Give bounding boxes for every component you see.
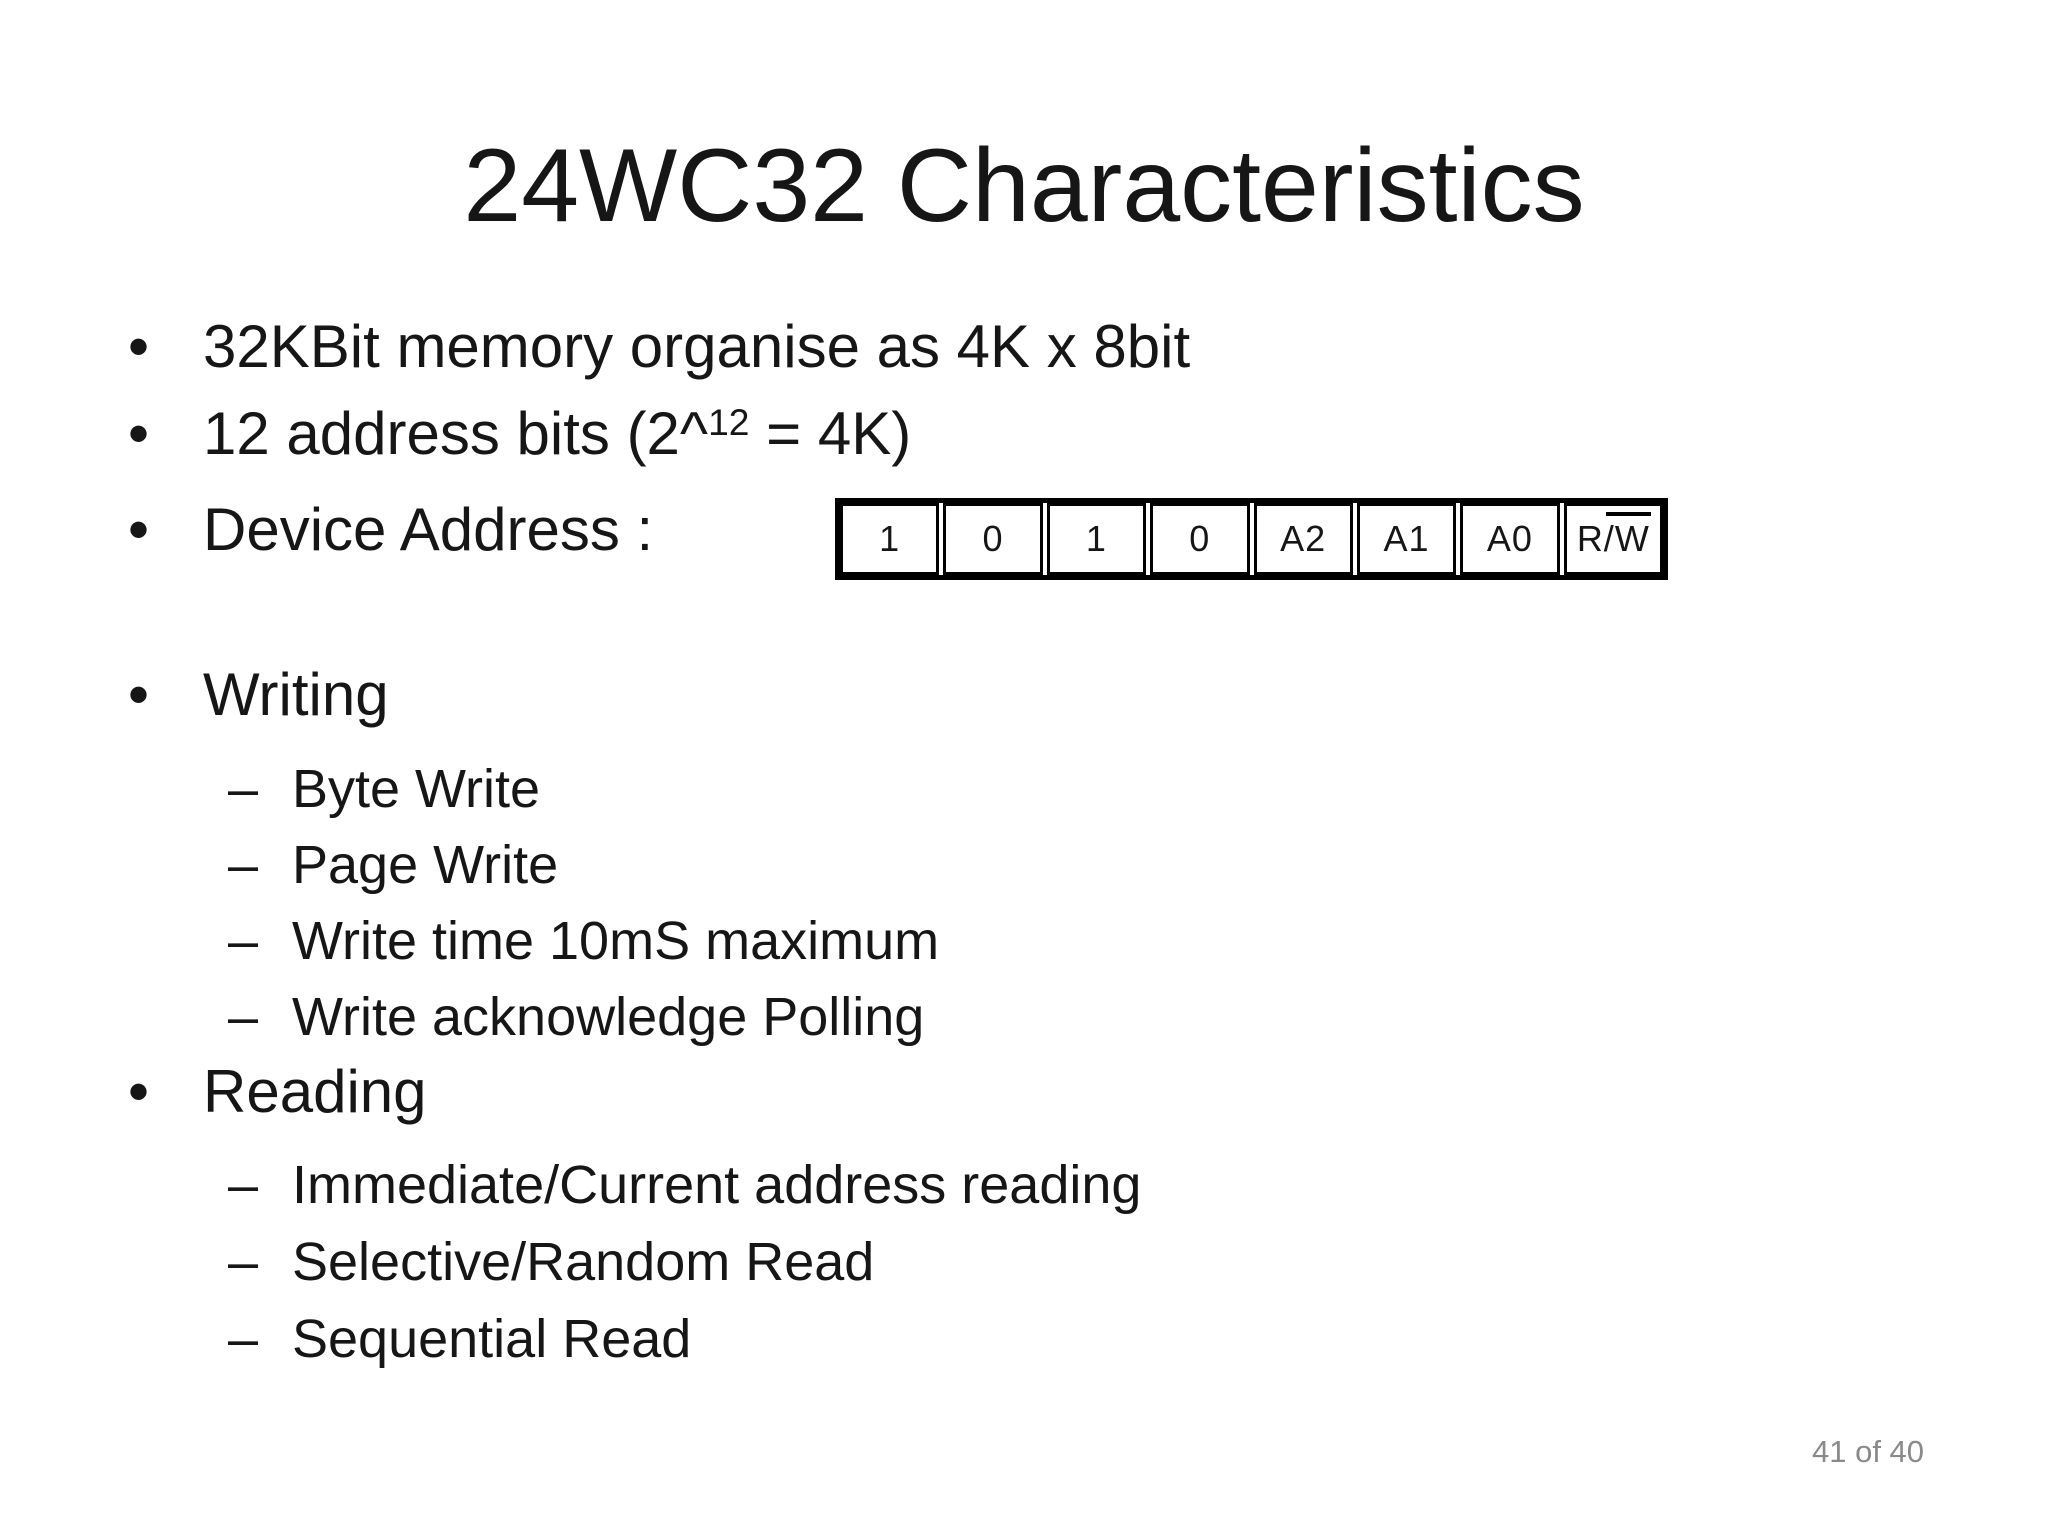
bullet-text-device-address: Device Address : xyxy=(203,496,654,563)
device-address-bit-a2: A2 xyxy=(1253,503,1353,575)
device-address-table: 1 0 1 0 A2 A1 A0 R/W xyxy=(835,498,1668,580)
sub-item-immediate-read: –Immediate/Current address reading xyxy=(228,1153,1141,1218)
bullet-text-writing: Writing xyxy=(203,661,389,728)
sub-item-text: Page Write xyxy=(292,835,559,895)
device-address-bit-7: 1 xyxy=(840,503,940,575)
bullet-dot-icon: • xyxy=(128,661,150,728)
sub-item-text: Selective/Random Read xyxy=(292,1232,875,1292)
sub-item-write-acknowledge: –Write acknowledge Polling xyxy=(228,985,924,1050)
address-bits-superscript: 12 xyxy=(708,400,750,443)
dash-bullet-icon: – xyxy=(228,1232,259,1292)
bullet-dot-icon: • xyxy=(128,1058,150,1125)
dash-bullet-icon: – xyxy=(228,911,259,971)
page-number: 41 of 40 xyxy=(1812,1434,1925,1469)
device-address-bit-6: 0 xyxy=(943,503,1043,575)
bullet-text-address-bits: 12 address bits (2^12 = 4K) xyxy=(203,400,911,467)
sub-item-byte-write: –Byte Write xyxy=(228,757,540,822)
sub-item-text: Write acknowledge Polling xyxy=(292,987,925,1047)
device-address-bit-5: 1 xyxy=(1046,503,1147,575)
device-address-bit-a1: A1 xyxy=(1356,503,1457,575)
sub-item-text: Write time 10mS maximum xyxy=(292,911,940,971)
bullet-item-reading: • Reading xyxy=(128,1056,427,1128)
dash-bullet-icon: – xyxy=(228,835,259,895)
address-bits-suffix: = 4K) xyxy=(749,400,912,467)
sub-item-text: Sequential Read xyxy=(292,1309,692,1369)
bullet-dot-icon: • xyxy=(128,496,150,563)
bullet-item-device-address: • Device Address : xyxy=(128,494,653,566)
dash-bullet-icon: – xyxy=(228,759,259,819)
sub-item-page-write: –Page Write xyxy=(228,833,558,898)
dash-bullet-icon: – xyxy=(228,987,259,1047)
address-bits-prefix: 12 address bits (2^ xyxy=(203,400,709,467)
rw-overlined-w: W xyxy=(1605,512,1651,559)
slide-title: 24WC32 Characteristics xyxy=(463,128,1585,244)
bullet-dot-icon: • xyxy=(128,313,150,380)
bullet-text-memory: 32KBit memory organise as 4K x 8bit xyxy=(203,313,1191,380)
dash-bullet-icon: – xyxy=(228,1155,259,1215)
bullet-text-reading: Reading xyxy=(203,1058,427,1125)
bullet-item-memory: • 32KBit memory organise as 4K x 8bit xyxy=(128,311,1190,383)
rw-prefix: R/ xyxy=(1576,518,1615,559)
sub-item-text: Immediate/Current address reading xyxy=(292,1155,1142,1215)
bullet-dot-icon: • xyxy=(128,400,150,467)
device-address-rw-cell: R/W xyxy=(1563,503,1663,575)
sub-item-sequential-read: –Sequential Read xyxy=(228,1307,691,1372)
dash-bullet-icon: – xyxy=(228,1309,259,1369)
sub-item-selective-read: –Selective/Random Read xyxy=(228,1230,874,1295)
device-address-bit-a0: A0 xyxy=(1460,503,1560,575)
sub-item-write-time: –Write time 10mS maximum xyxy=(228,909,939,974)
bullet-item-writing: • Writing xyxy=(128,659,389,731)
bullet-item-address-bits: • 12 address bits (2^12 = 4K) xyxy=(128,398,911,470)
sub-item-text: Byte Write xyxy=(292,759,541,819)
device-address-bit-4: 0 xyxy=(1150,503,1250,575)
